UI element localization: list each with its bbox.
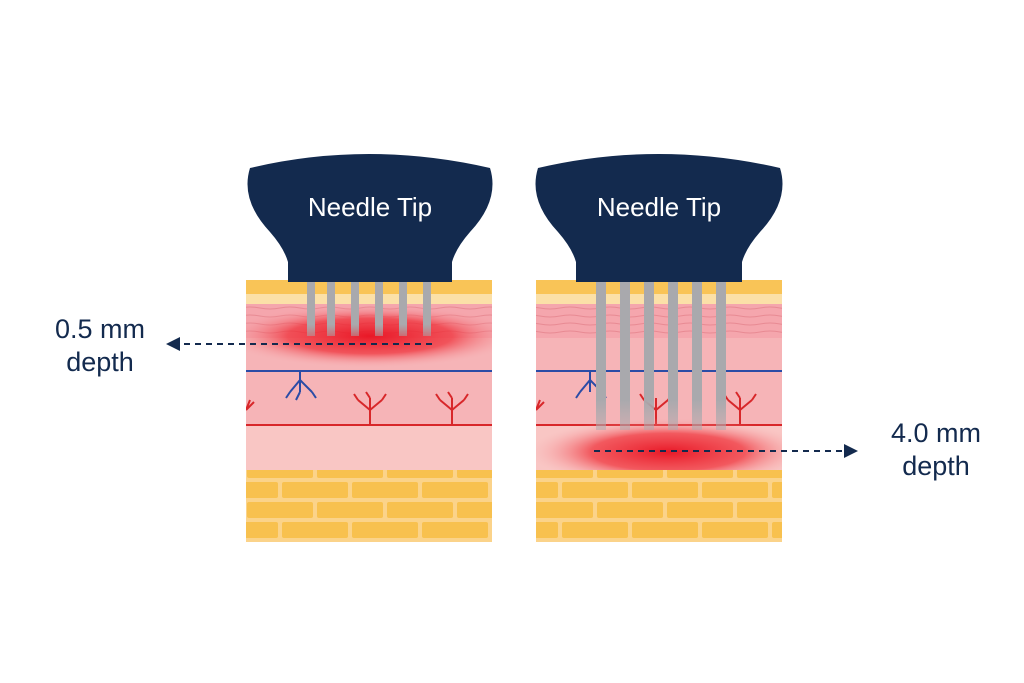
needle [596,278,606,430]
needle [351,278,359,336]
left-heat-zone [246,304,492,368]
right-depth-arrow [594,444,858,458]
right-epidermis-top [536,280,782,294]
left-epidermis-lower [246,294,492,304]
right-epidermis-lower [536,294,782,304]
needle [375,278,383,336]
needle [644,278,654,430]
right-skin-block [536,280,782,542]
right-needle-head: Needle Tip [535,154,783,282]
left-needles [307,278,431,336]
needle [423,278,431,336]
left-epidermis-top [246,280,492,294]
right-needles [596,278,726,430]
left-blue-capillary [285,372,317,401]
needle [399,278,407,336]
left-red-capillary-2 [435,391,469,424]
left-needle-head: Needle Tip [247,154,493,282]
left-head-label: Needle Tip [308,192,432,222]
left-fat-layer [246,470,492,542]
right-papillary-dermis [536,304,782,338]
needle [307,278,315,336]
right-depth-word: depth [902,451,970,481]
right-fat-layer [536,470,782,542]
left-depth-value: 0.5 mm [55,314,145,344]
right-depth-value: 4.0 mm [891,418,981,448]
needle [620,278,630,430]
needle [692,278,702,430]
right-head-label: Needle Tip [597,192,721,222]
needle [327,278,335,336]
left-deep-dermis [246,426,492,470]
needle [716,278,726,430]
needle [668,278,678,430]
right-red-capillary-edge [536,399,545,411]
left-skin-block [246,280,492,542]
left-red-capillary-edge [246,399,255,411]
right-heat-zone [536,418,782,486]
left-depth-word: depth [66,347,134,377]
left-depth-arrow [166,337,432,351]
left-red-capillary-1 [353,391,387,424]
